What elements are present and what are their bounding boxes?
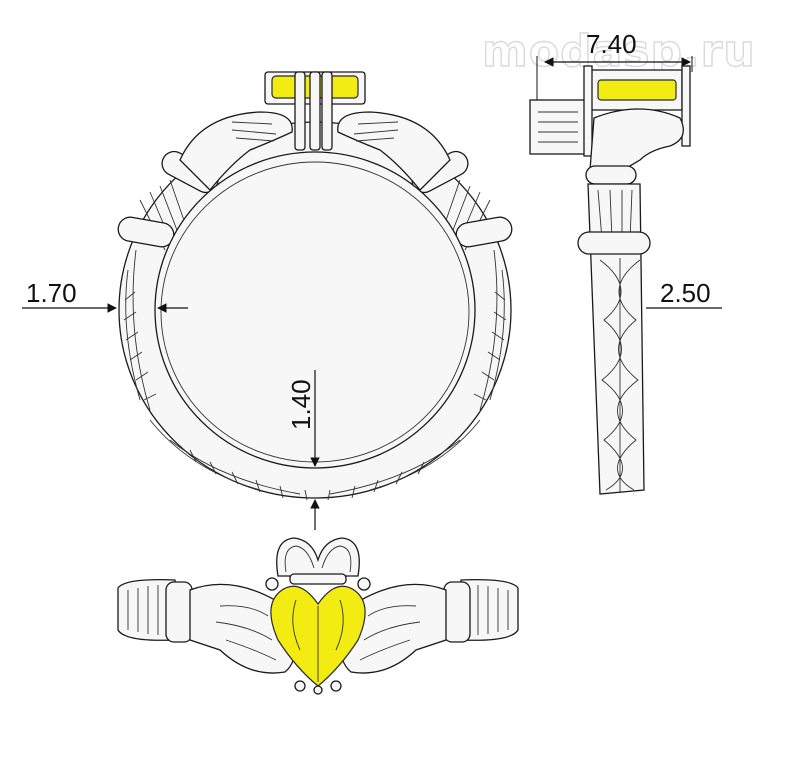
prong-left	[294, 71, 306, 151]
side-view	[529, 65, 691, 495]
heart-bead-right	[330, 680, 342, 692]
dim-bottom-thickness: 1.40	[286, 370, 320, 530]
dim-side-thickness: 1.70	[22, 278, 188, 313]
hand-left	[179, 111, 293, 191]
dim-label-bottom-thickness: 1.40	[286, 379, 316, 430]
hand-right	[337, 111, 451, 191]
heart-bead-bottom	[313, 685, 323, 695]
dim-width-top: 7.40	[536, 29, 693, 100]
dim-label-width-top: 7.40	[586, 29, 637, 59]
prong-center-left	[309, 71, 321, 151]
side-setting-base	[529, 99, 587, 155]
dim-label-side-thickness: 1.70	[26, 278, 77, 308]
crown-bead-right	[357, 577, 371, 591]
dim-band-width: 2.50	[646, 278, 722, 309]
top-cuff-right	[443, 581, 471, 643]
side-cuff-upper	[585, 165, 637, 185]
crown-base	[289, 573, 347, 585]
crown-bead-left	[265, 577, 279, 591]
heart-bead-left	[294, 680, 306, 692]
side-cuff-lower	[577, 231, 651, 255]
prong-center-right	[321, 71, 333, 151]
ring-inner-edge	[154, 151, 476, 469]
front-view	[117, 71, 513, 501]
top-crown	[276, 537, 360, 577]
dim-label-band-width: 2.50	[660, 278, 711, 308]
watermark-text: modasp.ru	[482, 26, 756, 77]
top-view	[117, 537, 519, 695]
side-band	[587, 183, 645, 495]
side-gem	[597, 79, 677, 101]
side-prong-left	[583, 65, 593, 157]
side-hand	[589, 108, 684, 181]
top-cuff-left	[165, 581, 193, 643]
